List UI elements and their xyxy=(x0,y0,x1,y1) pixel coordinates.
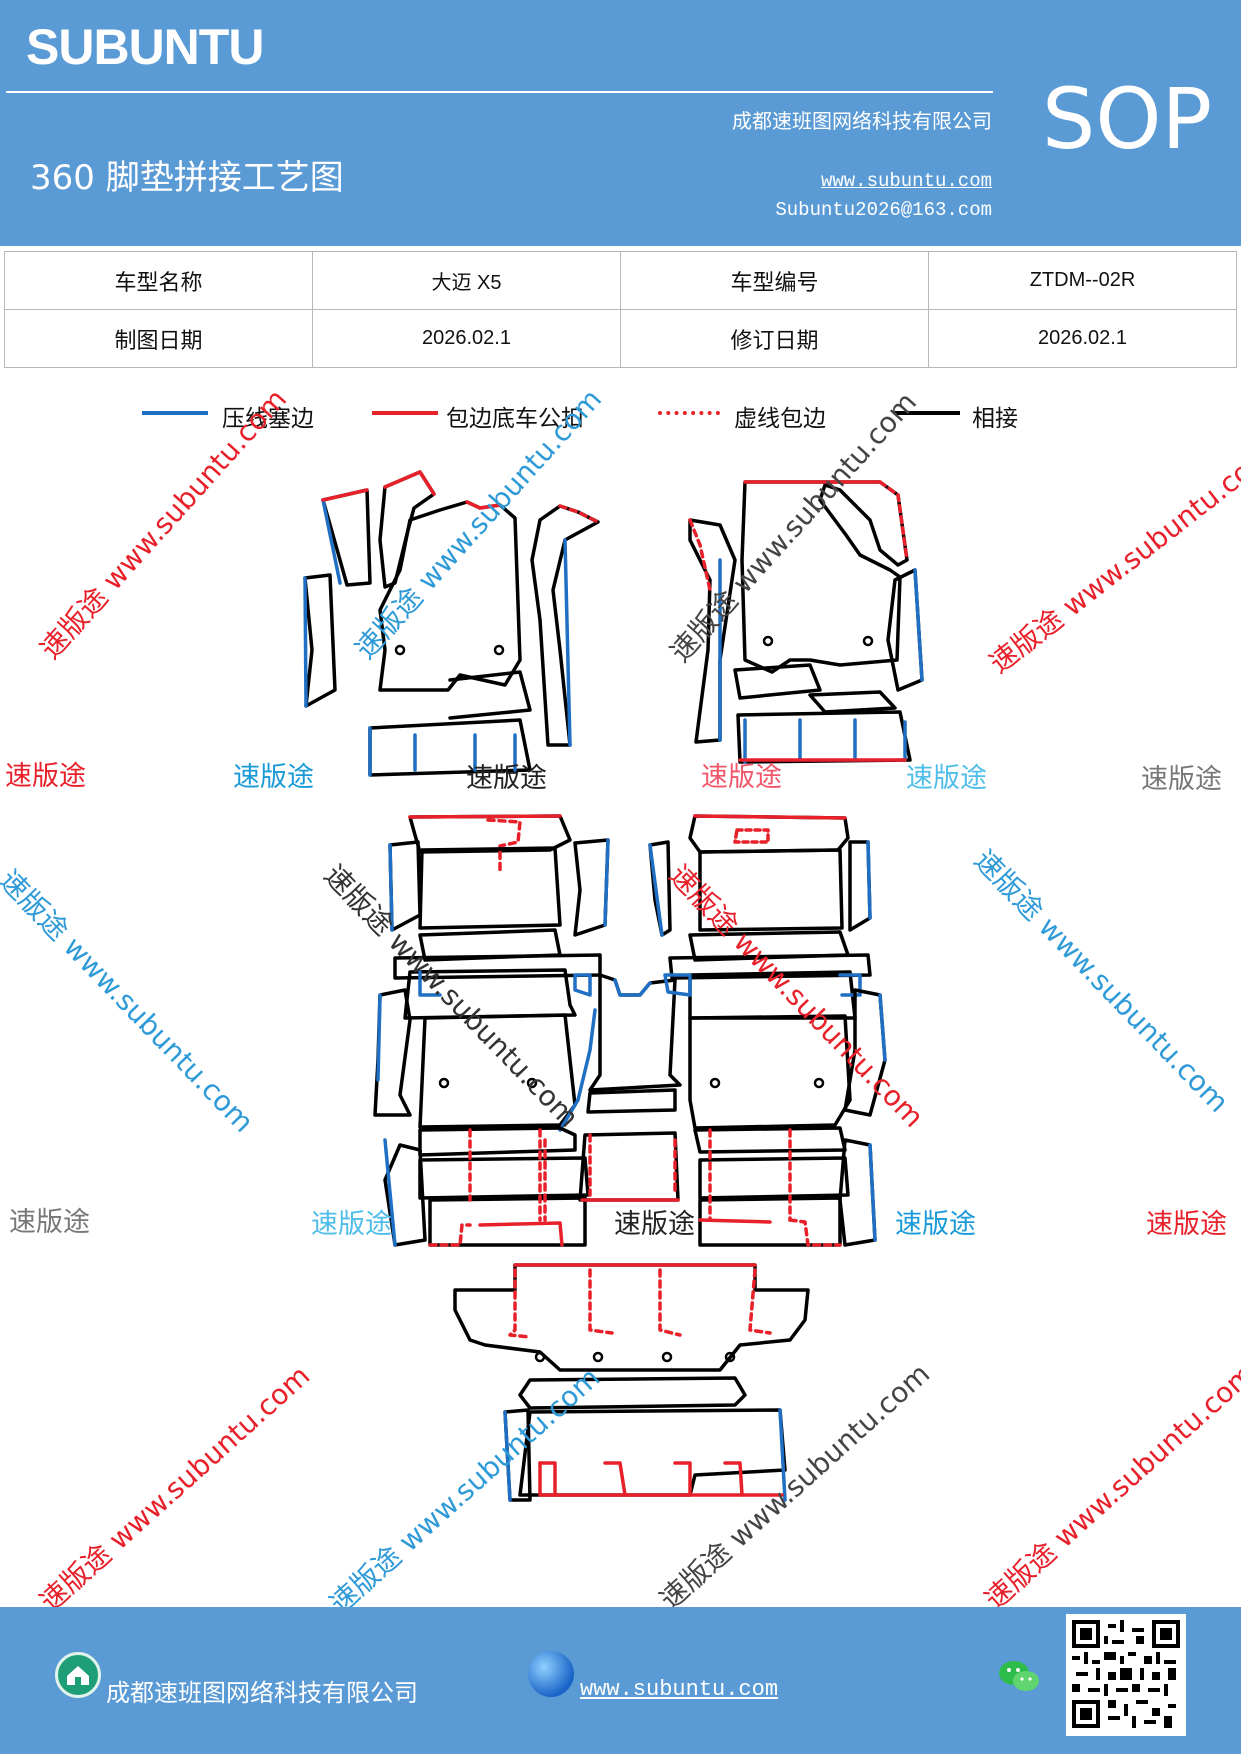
second-row-left-mat xyxy=(373,814,610,1247)
legend-label: 虚线包边 xyxy=(734,406,826,432)
legend-label: 压线塞边 xyxy=(222,406,314,432)
home-icon-glyph xyxy=(67,1666,89,1685)
draw-date-label: 制图日期 xyxy=(4,309,313,368)
watermark-text: 速版途 xyxy=(5,761,86,792)
globe-icon xyxy=(528,1651,574,1697)
legend-label: 包边底车公扣 xyxy=(446,406,584,432)
second-row-right-mat xyxy=(648,814,887,1247)
header-company-name: 成都速班图网络科技有限公司 xyxy=(732,109,992,133)
draw-date-value: 2026.02.1 xyxy=(312,309,621,368)
watermark-text: 速版途 xyxy=(311,1209,392,1240)
watermark-text: 速版途 xyxy=(701,762,782,793)
watermark-text: 速版途 xyxy=(1141,764,1222,795)
qr-code xyxy=(1066,1614,1186,1736)
watermark-text: 速版途 xyxy=(614,1209,695,1240)
document-title: 360 脚垫拼接工艺图 xyxy=(30,158,344,198)
model-name-value: 大迈 X5 xyxy=(312,251,621,310)
watermark-text: 速版途 xyxy=(466,763,547,794)
watermark-text: 速版途 xyxy=(895,1209,976,1240)
wechat-icon xyxy=(999,1661,1039,1691)
model-name-label: 车型名称 xyxy=(4,251,313,310)
vehicle-info-table: 车型名称 大迈 X5 车型编号 ZTDM--02R 制图日期 2026.02.1… xyxy=(4,251,1237,368)
home-icon xyxy=(55,1652,101,1698)
page-footer: 成都速班图网络科技有限公司 www.subuntu.com xyxy=(0,1607,1241,1754)
legend-swatch-black xyxy=(894,411,960,415)
legend-swatch-red xyxy=(372,411,438,415)
footer-website-link[interactable]: www.subuntu.com xyxy=(580,1677,779,1702)
watermark-text: 速版途 xyxy=(906,763,987,794)
watermark-text: 速版途 xyxy=(1146,1209,1227,1240)
front-right-mat xyxy=(688,480,924,764)
sop-badge: SOP xyxy=(1042,70,1213,168)
table-row: 制图日期 2026.02.1 修订日期 2026.02.1 xyxy=(4,309,1237,368)
model-code-label: 车型编号 xyxy=(620,251,929,310)
rear-trunk-mat xyxy=(453,1263,810,1502)
page-header: SUBUNTU 成都速班图网络科技有限公司 360 脚垫拼接工艺图 www.su… xyxy=(0,0,1241,246)
table-row: 车型名称 大迈 X5 车型编号 ZTDM--02R xyxy=(4,251,1237,310)
watermark-text: 速版途 xyxy=(9,1207,90,1238)
second-row-center-mat xyxy=(578,973,682,1202)
front-left-mat xyxy=(303,470,600,777)
footer-company-name: 成都速班图网络科技有限公司 xyxy=(106,1679,418,1707)
legend-swatch-red-dotted xyxy=(658,411,720,415)
revision-date-value: 2026.02.1 xyxy=(928,309,1237,368)
header-email[interactable]: Subuntu2026@163.com xyxy=(775,199,992,221)
watermark-text: 速版途 xyxy=(233,762,314,793)
header-divider xyxy=(6,91,993,93)
revision-date-label: 修订日期 xyxy=(620,309,929,368)
legend-label: 相接 xyxy=(972,406,1018,432)
model-code-value: ZTDM--02R xyxy=(928,251,1237,310)
legend-swatch-blue xyxy=(142,411,208,415)
qr-code-pattern xyxy=(1072,1620,1180,1728)
brand-logo: SUBUNTU xyxy=(26,19,264,75)
header-website-link[interactable]: www.subuntu.com xyxy=(820,170,992,192)
